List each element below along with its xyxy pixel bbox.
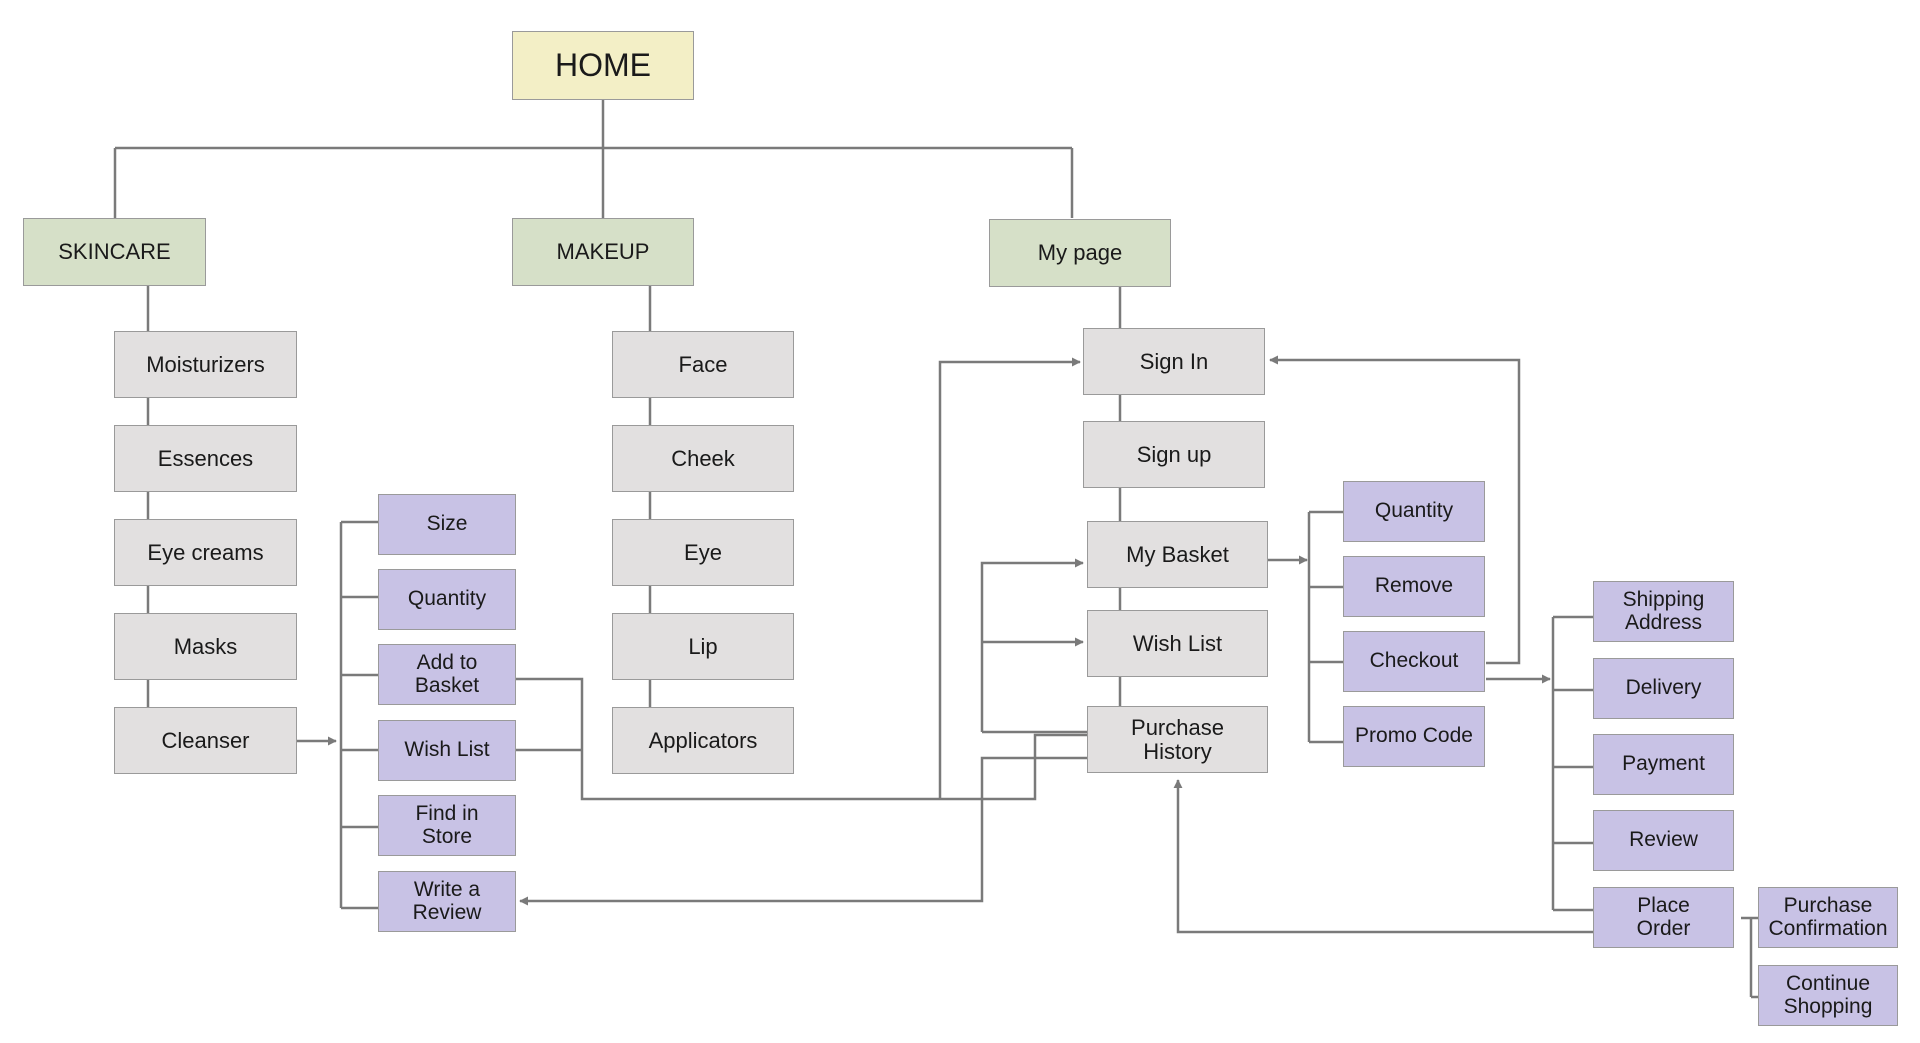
- node-add-to-basket: Add to Basket: [378, 644, 516, 705]
- node-cleanser: Cleanser: [114, 707, 297, 774]
- node-applicators: Applicators: [612, 707, 794, 774]
- bracket-order-outcomes: [1741, 916, 1758, 999]
- node-lip: Lip: [612, 613, 794, 680]
- node-wish-list-product: Wish List: [378, 720, 516, 781]
- node-face: Face: [612, 331, 794, 398]
- node-purchase-history: Purchase History: [1087, 706, 1268, 773]
- node-moisturizers: Moisturizers: [114, 331, 297, 398]
- bracket-product-actions: [339, 520, 378, 910]
- tree-line-home: [113, 100, 1074, 218]
- node-write-a-review: Write a Review: [378, 871, 516, 932]
- arrow-checkout-to-sign-in: [1269, 355, 1521, 665]
- arrow-to-sign-in: [938, 357, 1081, 799]
- bracket-checkout-steps: [1551, 615, 1593, 912]
- link-add-to-basket: [516, 677, 1087, 801]
- node-find-in-store: Find in Store: [378, 795, 516, 856]
- node-payment: Payment: [1593, 734, 1734, 795]
- arrow-to-my-basket: [980, 558, 1084, 732]
- node-eye-creams: Eye creams: [114, 519, 297, 586]
- node-quantity: Quantity: [378, 569, 516, 630]
- node-promo-code: Promo Code: [1343, 706, 1485, 767]
- node-essences: Essences: [114, 425, 297, 492]
- node-home: HOME: [512, 31, 694, 100]
- node-cheek: Cheek: [612, 425, 794, 492]
- node-makeup: MAKEUP: [512, 218, 694, 286]
- node-my-basket: My Basket: [1087, 521, 1268, 588]
- bracket-basket-actions: [1307, 510, 1343, 744]
- arrow-order-to-history: [1173, 779, 1593, 934]
- node-review: Review: [1593, 810, 1734, 871]
- node-sign-in: Sign In: [1083, 328, 1265, 395]
- arrow-history-to-review: [519, 756, 1087, 906]
- node-my-page: My page: [989, 219, 1171, 287]
- node-masks: Masks: [114, 613, 297, 680]
- node-checkout: Checkout: [1343, 631, 1485, 692]
- node-purchase-confirmation: Purchase Confirmation: [1758, 887, 1898, 948]
- node-sign-up: Sign up: [1083, 421, 1265, 488]
- node-skincare: SKINCARE: [23, 218, 206, 286]
- node-basket-quantity: Quantity: [1343, 481, 1485, 542]
- node-wish-list-mypage: Wish List: [1087, 610, 1268, 677]
- node-size: Size: [378, 494, 516, 555]
- node-eye: Eye: [612, 519, 794, 586]
- node-remove: Remove: [1343, 556, 1485, 617]
- node-delivery: Delivery: [1593, 658, 1734, 719]
- node-continue-shopping: Continue Shopping: [1758, 965, 1898, 1026]
- node-place-order: Place Order: [1593, 887, 1734, 948]
- node-shipping-address: Shipping Address: [1593, 581, 1734, 642]
